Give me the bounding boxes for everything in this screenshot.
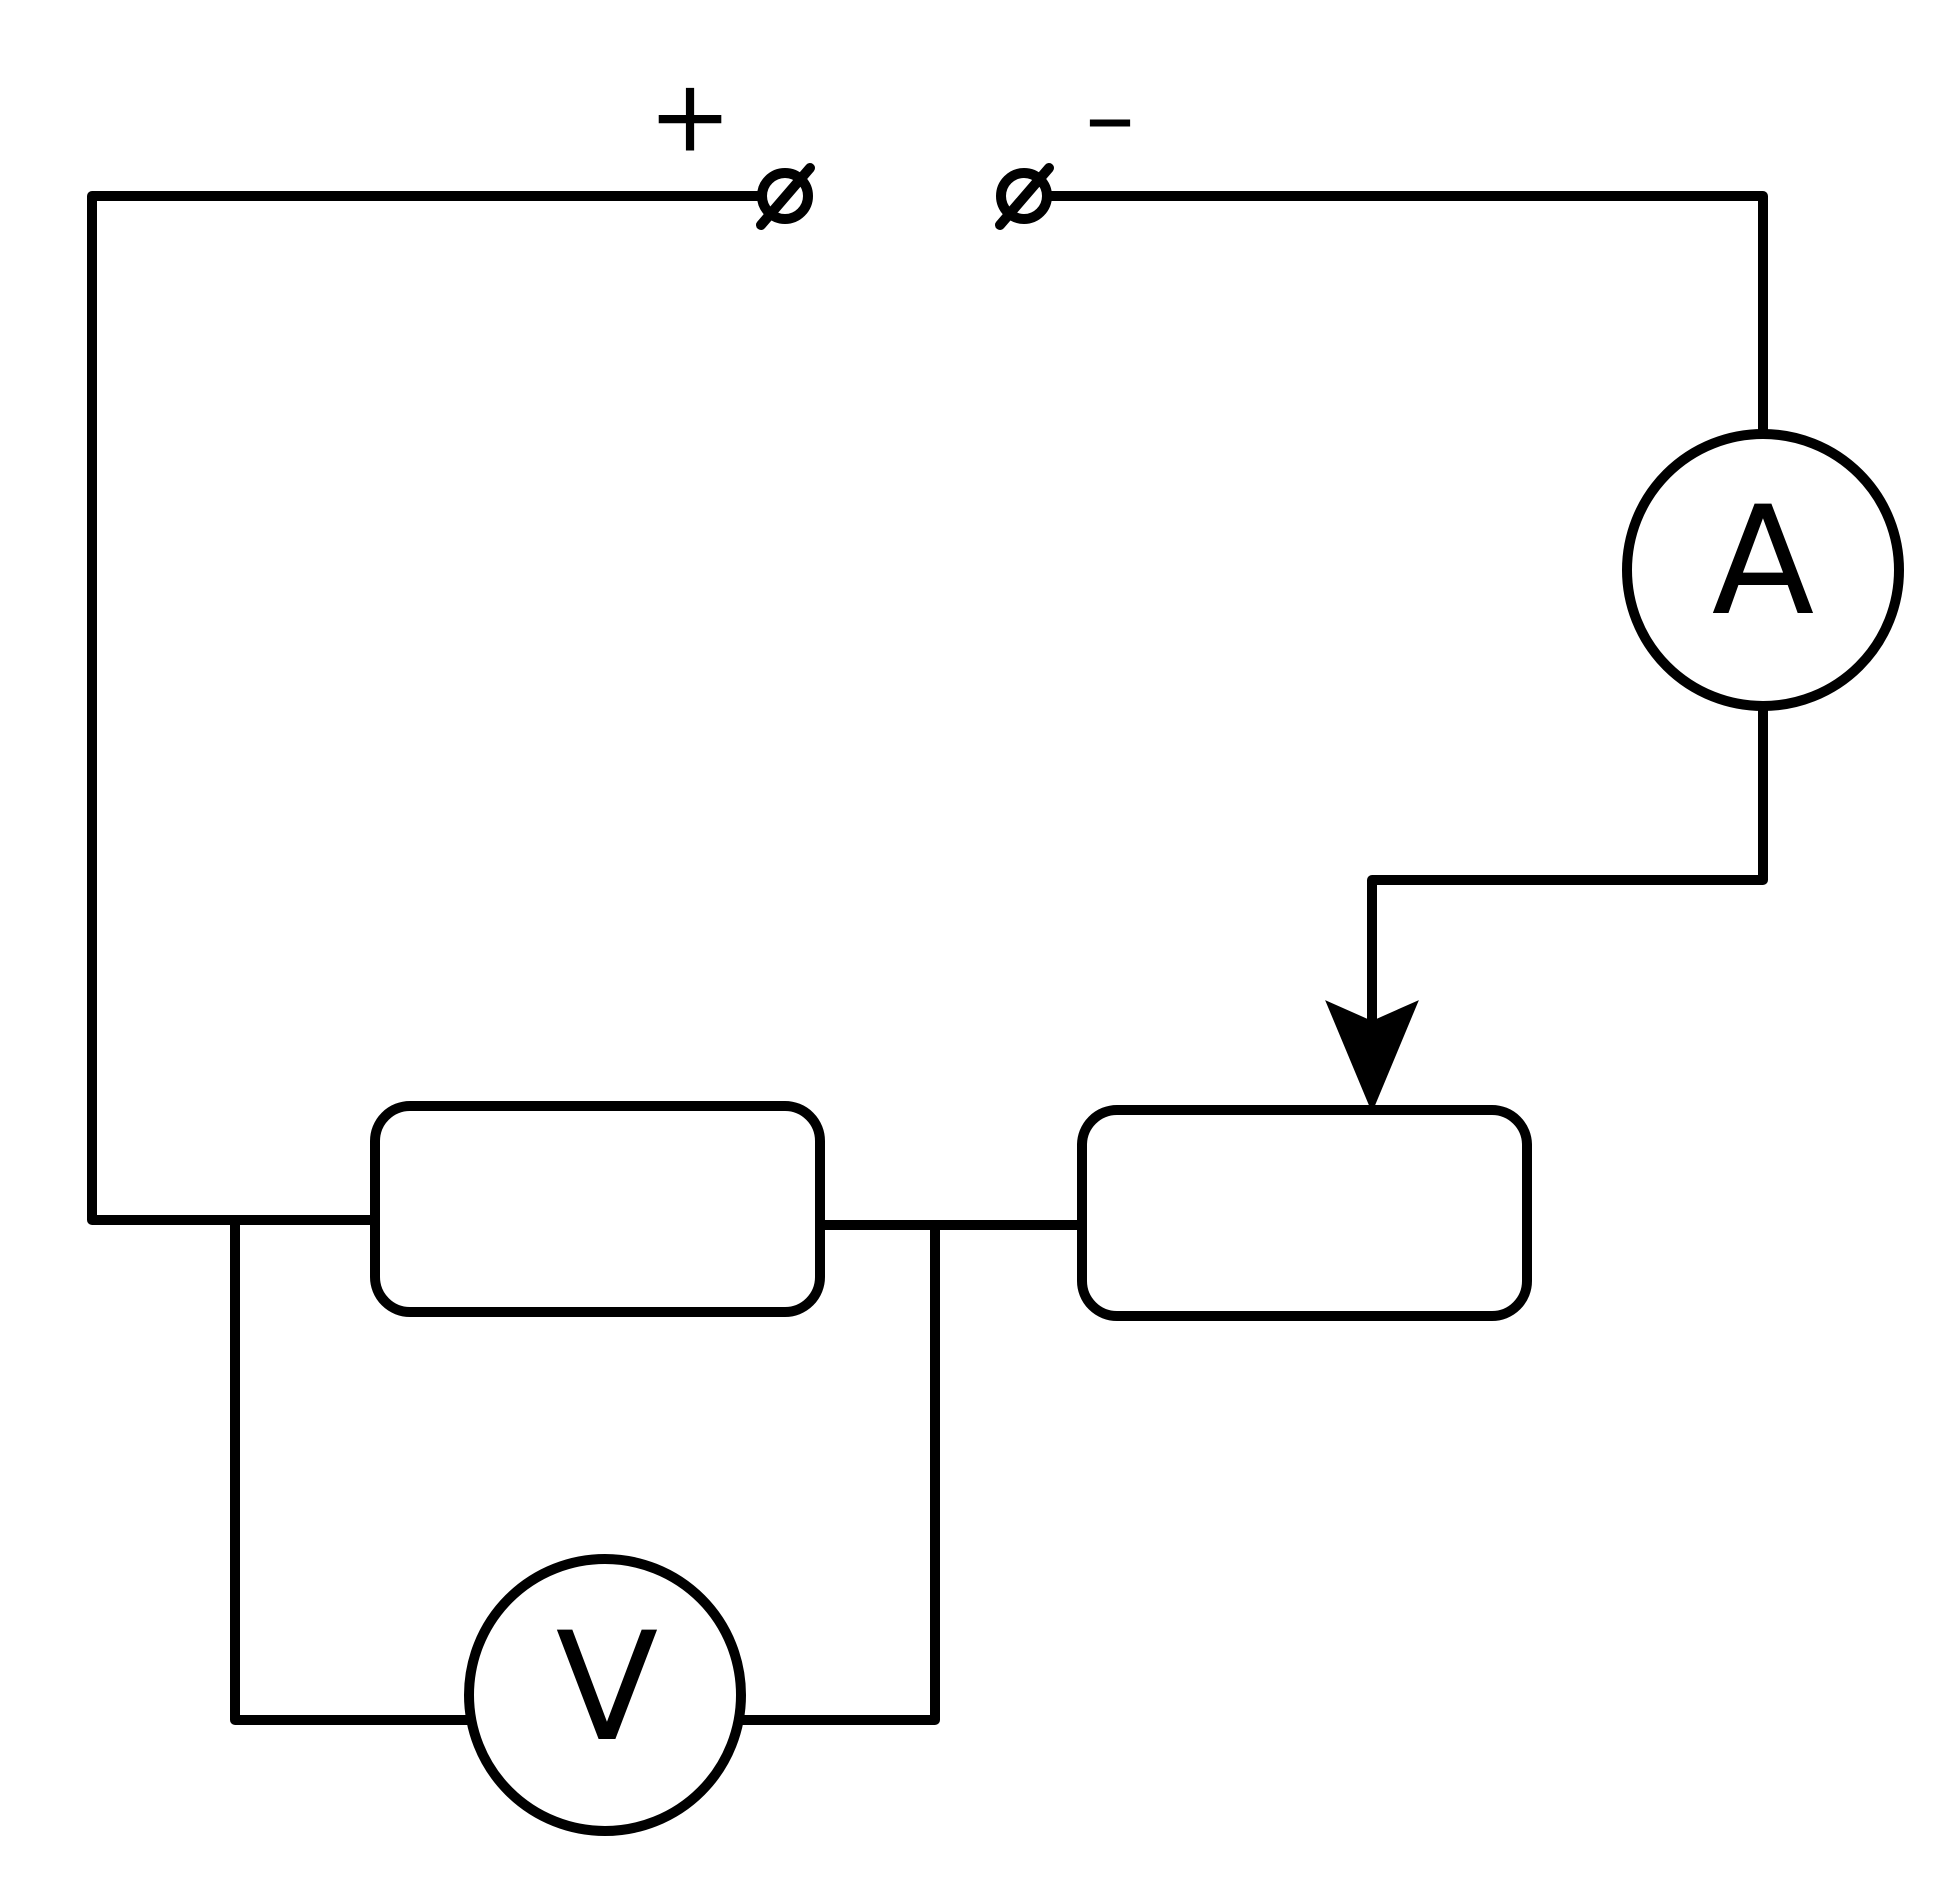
positive-sign-label: + bbox=[648, 58, 732, 175]
wire-right-supply bbox=[1042, 191, 1768, 439]
positive-terminal bbox=[756, 163, 815, 230]
wire-left-supply bbox=[87, 191, 767, 1225]
voltmeter-label: V bbox=[556, 1601, 659, 1775]
negative-terminal bbox=[995, 163, 1054, 230]
voltmeter: V bbox=[464, 1554, 746, 1836]
wire-ammeter-to-slider bbox=[1367, 701, 1768, 1035]
slider-arrow-icon bbox=[1325, 1000, 1419, 1113]
ammeter-label: A bbox=[1712, 475, 1815, 649]
ammeter: A bbox=[1622, 429, 1904, 711]
fixed-resistor bbox=[370, 1101, 825, 1317]
wire-voltmeter-right bbox=[736, 1220, 940, 1725]
negative-sign-label: – bbox=[1085, 58, 1135, 175]
rheostat bbox=[1077, 1105, 1532, 1321]
wire-voltmeter-left bbox=[230, 1215, 474, 1725]
